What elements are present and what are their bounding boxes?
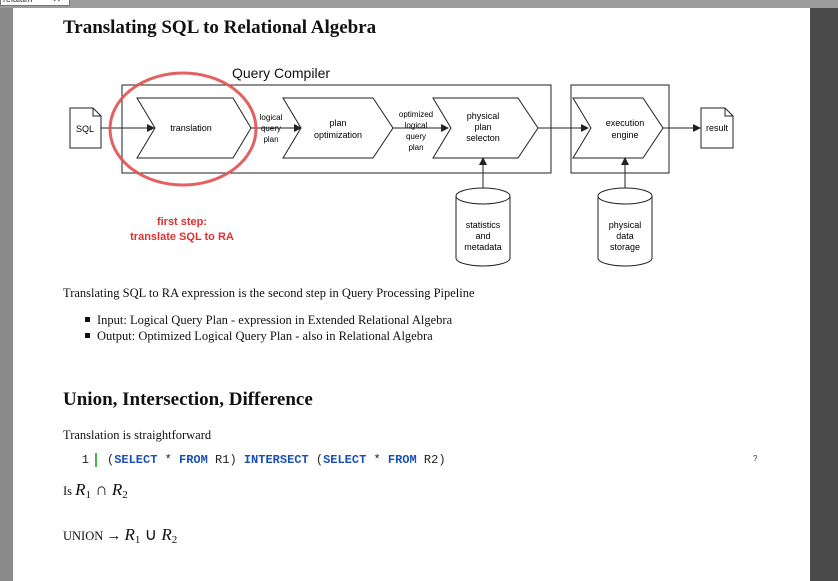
code-text: ( (107, 453, 115, 468)
sql-document (69, 107, 102, 149)
code-keyword: SELECT (114, 453, 158, 468)
storage-cylinder (597, 187, 653, 267)
math-cap: ∩ (95, 480, 108, 499)
optimized-label-1: optimized (399, 110, 433, 119)
tab-bar: relalam ✕ (0, 0, 838, 8)
math-cup: ∪ (144, 525, 158, 544)
document-page: Translating SQL to Relational Algebra Qu… (13, 8, 810, 581)
storage-label-2: data (616, 231, 634, 241)
annotation-line-2: translate SQL to RA (130, 231, 234, 243)
storage-label-3: storage (610, 242, 640, 252)
math-sub: 2 (122, 489, 128, 501)
optimized-label-4: plan (408, 143, 423, 152)
translation-paragraph: Translation is straightforward (63, 428, 212, 442)
translation-step (136, 97, 252, 159)
exec-label-2: engine (611, 130, 638, 140)
stats-label-3: metadata (464, 242, 502, 252)
line-number: 1 (81, 453, 89, 468)
translation-label: translation (170, 123, 212, 133)
section-title-translating: Translating SQL to Relational Algebra (63, 17, 377, 38)
compiler-box (121, 84, 552, 174)
query-compiler-diagram: Query Compiler SQL translation logical q… (69, 65, 734, 267)
result-label: result (706, 123, 729, 133)
math-r: R (75, 480, 86, 499)
union-label: UNION (63, 529, 104, 543)
tab-label: relalam (3, 0, 33, 4)
execution-box (570, 84, 670, 174)
code-keyword: INTERSECT (243, 453, 309, 468)
code-text: R2) (416, 453, 446, 468)
code-text: * (366, 453, 388, 468)
statistics-cylinder (455, 187, 511, 267)
scrollbar-area[interactable] (810, 8, 838, 581)
sql-label: SQL (76, 124, 94, 134)
code-keyword: SELECT (323, 453, 367, 468)
code-text: R1) (207, 453, 244, 468)
intro-paragraph: Translating SQL to RA expression is the … (63, 286, 475, 300)
storage-label-1: physical (609, 220, 642, 230)
logical-plan-label-3: plan (263, 135, 278, 144)
code-keyword: FROM (179, 453, 208, 468)
math-r: R (161, 525, 172, 544)
section-title-union: Union, Intersection, Difference (63, 389, 313, 410)
physical-sel-label-3: selecton (466, 133, 500, 143)
code-block[interactable]: 1(SELECT * FROM R1) INTERSECT (SELECT * … (73, 453, 446, 467)
plan-opt-label-2: optimization (314, 130, 362, 140)
math-r: R (124, 525, 135, 544)
code-keyword: FROM (387, 453, 417, 468)
optimized-label-2: logical (405, 121, 428, 130)
result-document (700, 107, 734, 149)
optimized-label-3: query (406, 132, 426, 141)
stats-label-2: and (475, 231, 490, 241)
union-formula: UNION → R1 ∪ R2 (63, 525, 177, 546)
annotation-line-1: first step: (157, 216, 207, 228)
code-text: * (157, 453, 180, 468)
physical-sel-label-2: plan (474, 122, 491, 132)
plan-opt-label-1: plan (329, 118, 346, 128)
math-sub: 2 (171, 534, 178, 546)
math-sub: 1 (85, 489, 92, 501)
compiler-title: Query Compiler (232, 65, 330, 81)
line-marker (95, 453, 97, 467)
exec-label-1: execution (606, 118, 645, 128)
physical-sel-label-1: physical (467, 111, 500, 121)
list-item-output: Output: Optimized Logical Query Plan - a… (83, 328, 452, 344)
highlight-circle (108, 71, 258, 187)
execution-step (572, 97, 664, 159)
io-list: Input: Logical Query Plan - expression i… (83, 312, 452, 344)
stats-label-1: statistics (466, 220, 501, 230)
is-label: Is (63, 484, 73, 498)
code-text: ( (308, 453, 324, 468)
logical-plan-label-1: logical (260, 113, 283, 122)
math-sub: 1 (134, 534, 141, 546)
intersection-formula: Is R1 ∩ R2 (63, 480, 128, 501)
arrow-symbol: → (106, 528, 122, 544)
document-tab[interactable]: relalam ✕ (0, 0, 70, 6)
math-r: R (111, 480, 123, 499)
close-icon[interactable]: ✕ (53, 0, 61, 5)
stray-mark: ? (753, 454, 758, 463)
list-item-input: Input: Logical Query Plan - expression i… (83, 312, 452, 328)
plan-optimization-step (282, 97, 394, 159)
physical-plan-step (432, 97, 539, 159)
